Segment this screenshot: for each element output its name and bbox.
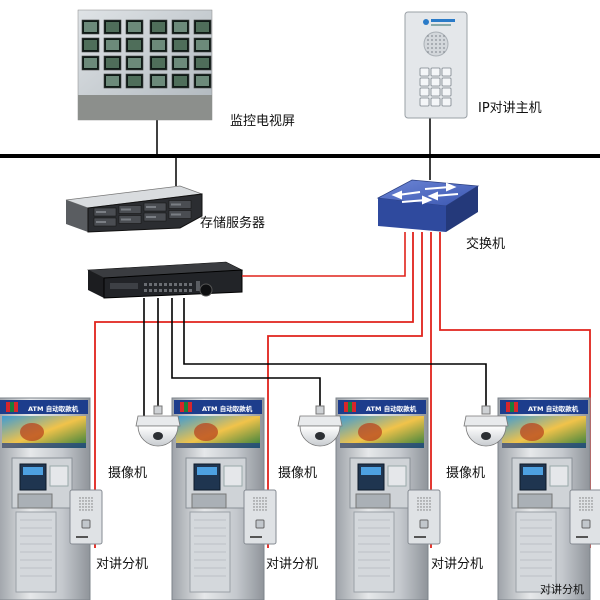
camera-label-3: 摄像机 — [446, 466, 486, 481]
intercom-slave-label-3: 对讲分机 — [431, 557, 484, 572]
atm-header-text: ATM 自动取款机 — [528, 404, 579, 413]
storage-server-device — [65, 185, 203, 233]
atm-machine: ATM 自动取款机 — [0, 397, 103, 600]
atm-machine: ATM 自动取款机 — [171, 397, 277, 600]
intercom-slave-panel — [69, 489, 103, 545]
atm-header-text: ATM 自动取款机 — [28, 404, 79, 413]
camera-layer — [135, 405, 509, 447]
ip-intercom-master-device — [404, 11, 468, 119]
intercom-slave-label-2: 对讲分机 — [266, 557, 319, 572]
atm-header-text: ATM 自动取款机 — [366, 404, 417, 413]
intercom-slave-label-4: 对讲分机 — [540, 583, 584, 596]
dome-camera — [463, 405, 509, 447]
dome-camera — [135, 405, 181, 447]
intercom-slave-label-1: 对讲分机 — [96, 557, 149, 572]
network-switch-label: 交换机 — [466, 237, 506, 252]
atm-layer: ATM 自动取款机 ATM 自动取款机 ATM 自动取款机 ATM 自动取款机 — [0, 397, 600, 600]
monitor-wall-label: 监控电视屏 — [230, 114, 296, 129]
intercom-slave-panel — [569, 489, 600, 545]
ip-intercom-master-label: IP对讲主机 — [478, 101, 542, 116]
atm-header-text: ATM 自动取款机 — [202, 404, 253, 413]
atm-machine: ATM 自动取款机 — [497, 397, 600, 600]
atm-machine: ATM 自动取款机 — [335, 397, 441, 600]
camera-label-1: 摄像机 — [108, 466, 148, 481]
intercom-slave-panel — [243, 489, 277, 545]
network-switch-device — [376, 179, 480, 232]
monitor-wall-photo — [77, 9, 213, 121]
intercom-slave-panel — [407, 489, 441, 545]
storage-server-label: 存储服务器 — [200, 216, 266, 231]
cable-layer — [94, 232, 591, 548]
dvr-recorder-device — [86, 261, 244, 299]
camera-label-2: 摄像机 — [278, 466, 318, 481]
dome-camera — [297, 405, 343, 447]
